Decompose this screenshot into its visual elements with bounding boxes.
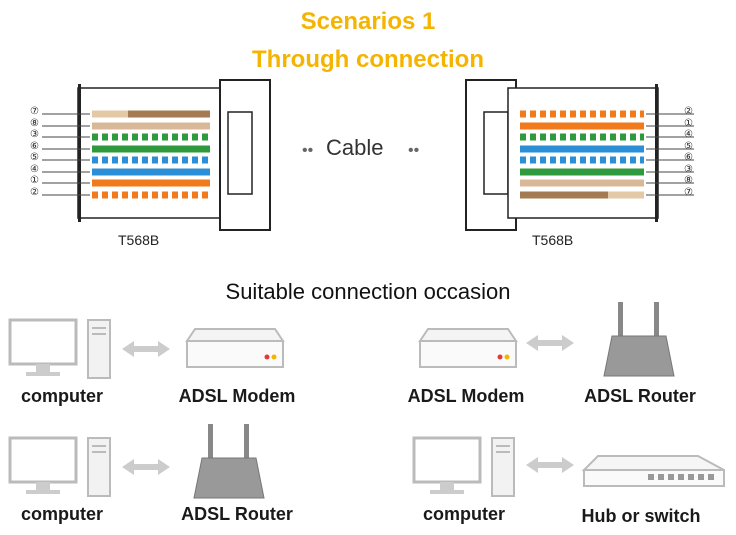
device-label: ADSL Router: [584, 386, 696, 406]
hub-switch-icon: [581, 455, 725, 487]
pin-label: ⑥: [684, 152, 693, 163]
left-pin-numbers: ⑦ ⑧ ③ ⑥ ⑤ ④ ① ②: [30, 106, 39, 198]
left-standard-label: T568B: [118, 232, 160, 248]
cable-label: Cable: [326, 135, 384, 160]
double-arrow-icon: [122, 459, 170, 475]
double-arrow-icon: [526, 335, 574, 351]
double-arrow-icon: [122, 341, 170, 357]
pin-label: ③: [684, 163, 693, 175]
router-icon: [193, 424, 265, 499]
pin-label: ⑤: [684, 140, 693, 152]
pin-label: ①: [684, 117, 693, 129]
device-label: computer: [20, 386, 103, 406]
adsl-modem-icon: [418, 328, 518, 368]
double-arrow-icon: [526, 457, 574, 473]
right-pin-numbers: ② ① ④ ⑤ ⑥ ③ ⑧ ⑦: [684, 106, 693, 198]
device-label: Hub or switch: [581, 506, 701, 526]
computer-icon: [8, 318, 111, 379]
pin-label: ⑦: [684, 186, 693, 198]
pin-label: ⑥: [30, 140, 39, 152]
pin-label: ①: [30, 175, 39, 186]
router-icon: [603, 302, 675, 377]
device-label: ADSL Modem: [407, 386, 525, 406]
pin-label: ⑧: [30, 117, 39, 129]
pin-label: ④: [30, 163, 39, 175]
pin-label: ②: [684, 106, 693, 117]
device-label: computer: [422, 504, 505, 524]
pin-label: ⑧: [684, 175, 693, 186]
scenario-title: Scenarios 1: [300, 8, 436, 35]
cable-dots-right: ••: [408, 142, 420, 159]
section-title: Suitable connection occasion: [225, 279, 511, 304]
device-label: computer: [20, 504, 103, 524]
pin-label: ②: [30, 186, 39, 198]
right-rj45-connector: [465, 79, 694, 231]
pin-label: ④: [684, 129, 693, 140]
right-standard-label: T568B: [532, 232, 574, 248]
scenario-subtitle: Through connection: [252, 46, 484, 73]
device-label: ADSL Modem: [178, 386, 296, 406]
pin-label: ⑤: [30, 152, 39, 163]
adsl-modem-icon: [185, 328, 285, 368]
pin-label: ⑦: [30, 106, 39, 117]
cable-dots-left: ••: [302, 142, 314, 159]
computer-icon: [412, 436, 515, 497]
computer-icon: [8, 436, 111, 497]
pin-label: ③: [30, 129, 39, 140]
left-rj45-connector: [42, 79, 271, 231]
device-label: ADSL Router: [181, 504, 293, 524]
